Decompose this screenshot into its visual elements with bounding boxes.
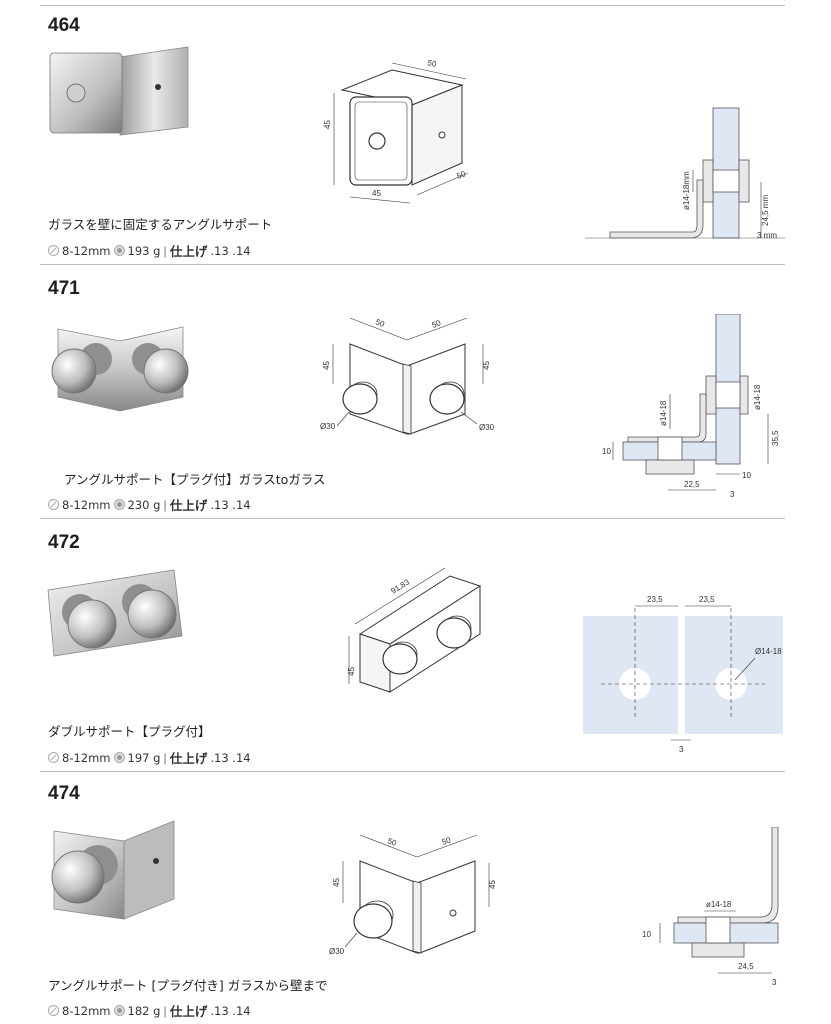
glass-thickness-icon: [48, 1005, 59, 1016]
technical-drawing: 91,83 45: [347, 567, 482, 693]
product-464: 464 50 45 45 50 ø14-18mm: [0, 0, 831, 262]
section-drawing: ø14-18mm 24,5 mm 3 mm: [585, 107, 785, 240]
section-drawing: 23,5 23,5 Ø14-18 3: [583, 595, 783, 754]
dimension-label: 3 mm: [757, 231, 777, 240]
divider: [40, 5, 785, 6]
product-description: アングルサポート [プラグ付き] ガラスから壁まで: [48, 978, 328, 993]
dimension-label: 24,5: [738, 962, 754, 971]
divider: [40, 771, 785, 772]
dimension-label: 50: [386, 836, 398, 848]
dimension-label: 45: [372, 189, 381, 198]
product-photo: [49, 46, 189, 136]
section-drawing: ø14-18 10 24,5 3: [642, 827, 779, 987]
glass-thickness-icon: [48, 245, 59, 256]
dimension-label: 3: [772, 978, 777, 987]
spec-line: 8-12mm 182 g ǀ 仕上げ .13 .14: [48, 1001, 251, 1020]
product-471: 471 50 50 45 45 Ø30 Ø30: [0, 264, 831, 518]
finish-codes: .13 .14: [210, 1003, 251, 1018]
dimension-label: 3: [679, 745, 684, 754]
glass-thickness: 8-12mm: [62, 243, 111, 258]
dimension-label: ø14-18: [659, 400, 668, 426]
finish-label: 仕上げ: [169, 751, 208, 766]
product-description: ガラスを壁に固定するアングルサポート: [48, 217, 273, 232]
dimension-label: Ø30: [329, 947, 345, 956]
technical-drawing: 50 50 45 45 Ø30: [329, 834, 497, 956]
dimension-label: 45: [332, 878, 341, 887]
section-drawing: ø14-18 ø14-18 10 35,5 10 22,5 3: [602, 314, 780, 499]
dimension-label: 10: [742, 471, 751, 480]
technical-drawing: 50 50 45 45 Ø30 Ø30: [320, 317, 495, 435]
finish-label: 仕上げ: [169, 244, 208, 259]
weight-icon: [113, 499, 125, 510]
product-photo: [47, 569, 183, 657]
product-photo: [51, 326, 189, 412]
spec-line: 8-12mm 193 g ǀ 仕上げ .13 .14: [48, 241, 251, 260]
dimension-label: 50: [374, 317, 386, 329]
finish-label: 仕上げ: [169, 498, 208, 513]
dimension-label: 45: [482, 361, 491, 370]
finish-codes: .13 .14: [210, 497, 251, 512]
finish-codes: .13 .14: [210, 243, 251, 258]
divider: [40, 518, 785, 519]
product-474: 474 50 50 45 45 Ø30 ø14-18: [0, 771, 831, 1024]
dimension-label: ø14-18: [706, 900, 732, 909]
dimension-label: Ø14-18: [755, 647, 782, 656]
product-code: 471: [48, 278, 80, 299]
dimension-label: 50: [441, 835, 453, 847]
divider: [40, 264, 785, 265]
product-description: アングルサポート【プラグ付】ガラスtoガラス: [64, 472, 326, 487]
weight: 197 g: [127, 750, 161, 765]
spec-line: 8-12mm 230 g ǀ 仕上げ .13 .14: [48, 495, 251, 514]
dimension-label: 3: [730, 490, 735, 499]
dimension-label: 23,5: [699, 595, 715, 604]
weight: 193 g: [127, 243, 161, 258]
finish-label: 仕上げ: [169, 1004, 208, 1019]
spec-line: 8-12mm 197 g ǀ 仕上げ .13 .14: [48, 748, 251, 767]
weight: 230 g: [127, 497, 161, 512]
product-code: 474: [48, 783, 80, 804]
product-code: 464: [48, 15, 80, 36]
dimension-label: 45: [323, 120, 332, 129]
glass-thickness: 8-12mm: [62, 1003, 111, 1018]
weight-icon: [113, 752, 125, 763]
dimension-label: 45: [322, 361, 331, 370]
dimension-label: 50: [431, 318, 443, 330]
product-code: 472: [48, 532, 80, 553]
dimension-label: 10: [602, 447, 611, 456]
dimension-label: 24,5 mm: [761, 195, 770, 226]
dimension-label: Ø30: [479, 423, 495, 432]
dimension-label: 45: [488, 880, 497, 889]
dimension-label: Ø30: [320, 422, 336, 431]
technical-drawing: 50 45 45 50: [323, 58, 469, 204]
product-photo: [51, 820, 175, 920]
product-472: 472 91,83 45 23,5 23,5: [0, 518, 831, 771]
finish-codes: .13 .14: [210, 750, 251, 765]
dimension-label: 10: [642, 930, 651, 939]
dimension-label: 45: [347, 667, 356, 676]
dimension-label: ø14-18: [753, 384, 762, 410]
glass-thickness-icon: [48, 752, 59, 763]
dimension-label: ø14-18mm: [682, 171, 691, 210]
dimension-label: 35,5: [771, 430, 780, 446]
dimension-label: 23,5: [647, 595, 663, 604]
dimension-label: 91,83: [389, 577, 411, 596]
weight-icon: [113, 1005, 125, 1016]
dimension-label: 50: [455, 169, 467, 181]
dimension-label: 22,5: [684, 480, 700, 489]
glass-thickness: 8-12mm: [62, 497, 111, 512]
glass-thickness-icon: [48, 499, 59, 510]
glass-thickness: 8-12mm: [62, 750, 111, 765]
dimension-label: 50: [427, 58, 438, 69]
product-description: ダブルサポート【プラグ付】: [48, 724, 211, 739]
weight-icon: [113, 245, 125, 256]
weight: 182 g: [127, 1003, 161, 1018]
